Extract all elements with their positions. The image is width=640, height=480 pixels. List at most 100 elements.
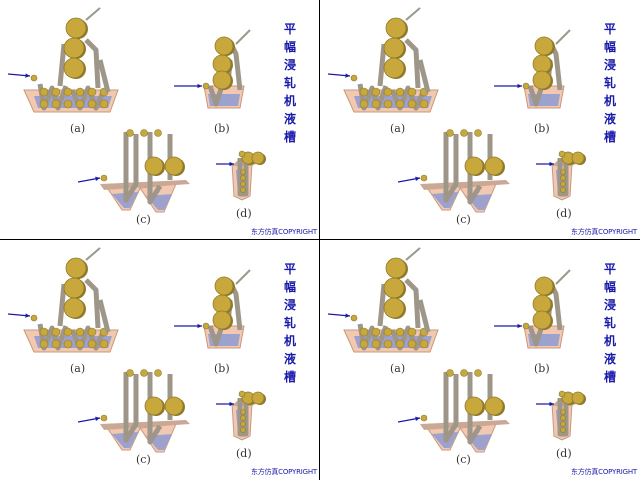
guide-roller: [350, 314, 358, 322]
arrow-head-icon: [229, 161, 234, 167]
guide-roller: [395, 99, 405, 109]
roller: [385, 257, 407, 279]
arrow-head-icon: [345, 73, 350, 78]
guide-roller: [75, 87, 85, 97]
upright-c1: [443, 132, 459, 203]
label-d: (d): [236, 447, 252, 460]
roller: [212, 70, 232, 90]
guide-roller: [522, 322, 530, 330]
upright-a1: [57, 283, 67, 327]
fabric-exit-a: [85, 247, 101, 261]
copyright-text: 东方仿真COPYRIGHT: [250, 468, 317, 476]
guide-roller: [126, 129, 134, 137]
label-a: (a): [70, 122, 86, 135]
upright-a1: [377, 283, 387, 327]
roller: [63, 37, 85, 59]
guide-roller: [359, 87, 369, 97]
guide-roller: [39, 327, 49, 337]
guide-roller: [75, 327, 85, 337]
upright-c1: [123, 132, 139, 203]
copyright-text: 东方仿真COPYRIGHT: [570, 228, 637, 236]
label-a: (a): [390, 122, 406, 135]
roller: [164, 396, 184, 416]
title-char: 幅: [283, 280, 296, 294]
guide-roller: [51, 327, 61, 337]
upright-c2: [147, 372, 163, 445]
guide-roller: [39, 339, 49, 349]
roller: [251, 391, 265, 405]
roller: [164, 156, 184, 176]
arrow-head-icon: [95, 416, 100, 421]
arrow-head-icon: [415, 416, 420, 421]
vertical-title: 平 幅 浸 轧 机 液 槽: [602, 20, 618, 146]
upright-a2: [404, 38, 421, 89]
guide-roller: [99, 339, 109, 349]
guide-roller: [395, 87, 405, 97]
guide-roller: [100, 414, 108, 422]
guide-roller: [140, 129, 148, 137]
roller: [144, 396, 164, 416]
fabric-exit-b: [235, 29, 251, 45]
roller: [65, 257, 87, 279]
guide-roller: [560, 415, 566, 421]
panel-bottom-left: (a) (b) (c) (d) 平 幅 浸 轧 机 液 槽 东方仿真COPYRI…: [0, 240, 319, 479]
vertical-title: 平 幅 浸 轧 机 液 槽: [602, 260, 618, 386]
guide-roller: [407, 87, 417, 97]
guide-roller: [75, 99, 85, 109]
guide-roller: [240, 415, 246, 421]
guide-roller: [558, 150, 566, 158]
guide-roller: [202, 82, 210, 90]
title-char: 浸: [283, 298, 296, 312]
roller: [65, 17, 87, 39]
guide-roller: [30, 74, 38, 82]
guide-roller: [126, 369, 134, 377]
guide-roller: [446, 129, 454, 137]
roller: [212, 294, 232, 314]
panel-top-right: (a) (b) (c) (d) 平 幅 浸 轧 机 液 槽 东方仿真COPYRI…: [320, 0, 639, 239]
guide-roller: [474, 369, 482, 377]
fabric-path-d: [557, 158, 569, 197]
guide-roller: [240, 421, 246, 427]
copyright-text: 东方仿真COPYRIGHT: [570, 468, 637, 476]
upright-a2: [84, 278, 101, 329]
guide-roller: [460, 369, 468, 377]
vertical-title: 平 幅 浸 轧 机 液 槽: [282, 260, 298, 386]
title-char: 轧: [283, 76, 296, 90]
upright-a2: [84, 38, 101, 89]
guide-roller: [420, 174, 428, 182]
roller: [571, 391, 585, 405]
guide-roller: [560, 169, 566, 175]
bridge-plate-c: [420, 420, 510, 430]
guide-roller: [350, 74, 358, 82]
title-char: 浸: [603, 58, 616, 72]
roller: [464, 156, 484, 176]
copyright-text: 东方仿真COPYRIGHT: [250, 228, 317, 236]
roller: [383, 37, 405, 59]
guide-roller: [383, 87, 393, 97]
upright-a3: [417, 299, 431, 333]
guide-roller: [87, 99, 97, 109]
guide-roller: [560, 187, 566, 193]
roller: [532, 294, 552, 314]
upright-c1: [123, 372, 139, 443]
title-char: 槽: [283, 130, 296, 144]
title-char: 平: [603, 22, 616, 36]
bridge-plate-c: [100, 420, 190, 430]
title-char: 轧: [283, 316, 296, 330]
label-c: (c): [456, 453, 471, 466]
guide-roller: [560, 181, 566, 187]
guide-roller: [383, 327, 393, 337]
title-char: 液: [603, 112, 616, 126]
title-char: 机: [283, 334, 296, 348]
fabric-exit-b: [235, 269, 251, 285]
upright-a3: [97, 299, 111, 333]
roller: [484, 156, 504, 176]
vertical-title: 平 幅 浸 轧 机 液 槽: [282, 20, 298, 146]
guide-roller: [560, 409, 566, 415]
upright-c2: [467, 372, 483, 445]
guide-roller: [371, 327, 381, 337]
roller: [63, 277, 85, 299]
vertical-divider: [319, 0, 320, 480]
roller: [383, 277, 405, 299]
